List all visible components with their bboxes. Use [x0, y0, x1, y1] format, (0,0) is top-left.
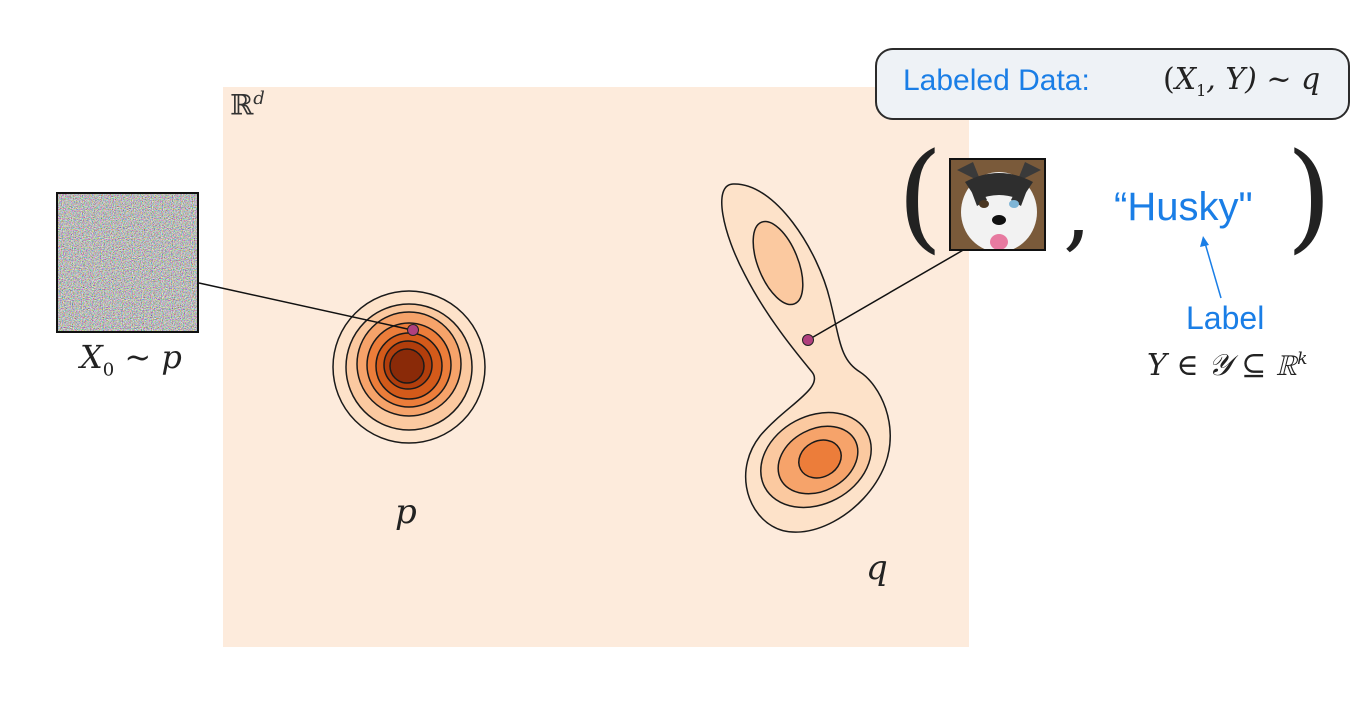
noise-image [56, 192, 199, 333]
label-arrow [1200, 236, 1222, 299]
target-sample-point [802, 334, 814, 346]
label-value: “Husky" [1114, 185, 1253, 229]
p-contour-7 [389, 348, 425, 384]
p-label: p [395, 492, 417, 532]
noise-connector-line [198, 282, 413, 331]
husky-face-graphic [951, 160, 1044, 249]
noise-texture [58, 194, 197, 331]
tuple-open-paren: ( [897, 127, 944, 265]
image-connector-line [807, 248, 966, 341]
label-space-formula: Y ∈ 𝒴 ⊆ ℝk [1147, 348, 1308, 383]
q-lower-contour-3 [798, 439, 842, 479]
p-distribution-contours [332, 290, 486, 444]
labeled-data-callout [875, 48, 1350, 120]
source-sample-point [407, 324, 419, 336]
tuple-comma: , [1063, 157, 1092, 262]
x0-sample-label: X0 ~ p [80, 338, 182, 381]
tuple-close-paren: ) [1286, 127, 1333, 265]
q-distribution-contours [721, 183, 891, 533]
q-label: q [866, 548, 888, 588]
q-upper-mode [752, 220, 804, 306]
husky-image [949, 158, 1046, 251]
labeled-data-formula: (X1, Y) ~ q [1163, 62, 1321, 100]
labeled-data-title: Labeled Data: [903, 64, 1090, 97]
label-caption: Label [1186, 300, 1265, 336]
space-label: ℝd [230, 88, 265, 122]
